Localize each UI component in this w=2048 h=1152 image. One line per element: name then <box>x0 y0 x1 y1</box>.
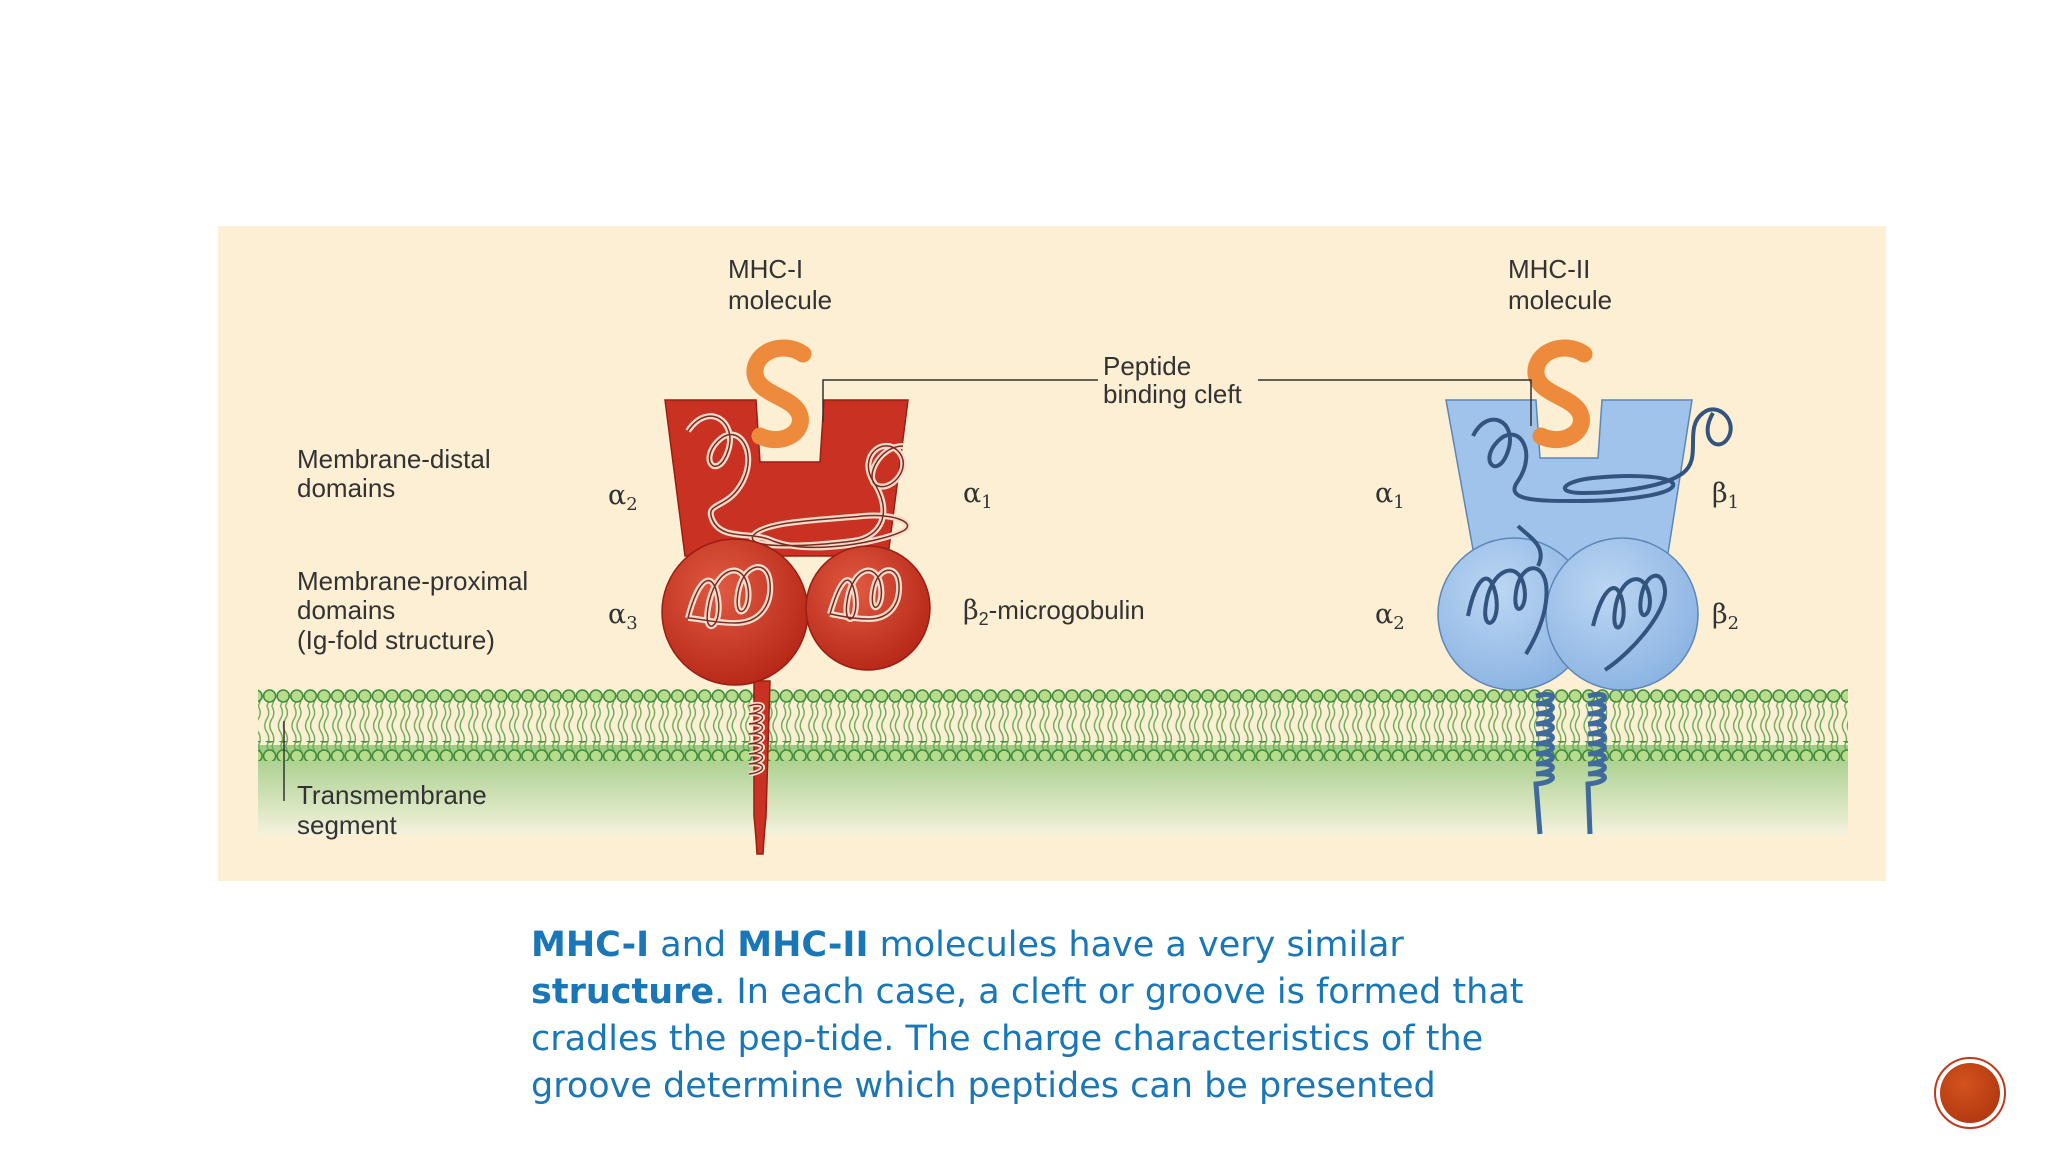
slide-nav-button[interactable] <box>1934 1057 2006 1129</box>
mhc1-alpha1-label: α1 <box>963 478 993 513</box>
b2-microglobulin-label: β2-microgobulin <box>963 595 1145 629</box>
b2-microglobulin-domain <box>805 545 931 671</box>
mhc2-beta2-label: β2 <box>1712 599 1739 634</box>
mhc2-peptide-icon <box>1527 339 1593 449</box>
caption-line-2: structure. In each case, a cleft or groo… <box>531 972 1524 1012</box>
membrane <box>258 687 1848 835</box>
mhc2-beta1-label: β1 <box>1712 478 1739 513</box>
mhc2-alpha2-label: α2 <box>1375 599 1405 634</box>
mhc1-alpha3-domain <box>661 538 809 686</box>
cleft-leader-lines <box>283 379 1532 801</box>
mhc2-transmembrane <box>1533 691 1607 835</box>
mhc1-molecule <box>661 339 931 855</box>
caption-line-1: MHC-I and MHC-II molecules have a very s… <box>531 925 1404 965</box>
mhc2-alpha1-label: α1 <box>1375 478 1405 513</box>
caption-line-4: groove determine which peptides can be p… <box>531 1066 1436 1106</box>
mhc1-alpha2-label: α2 <box>608 480 638 515</box>
mhc1-alpha3-label: α3 <box>608 599 638 634</box>
caption-line-3: cradles the pep-tide. The charge charact… <box>531 1019 1484 1059</box>
caption: MHC-I and MHC-II molecules have a very s… <box>531 922 1631 1110</box>
mhc1-peptide-icon <box>746 339 812 449</box>
circle-button-icon <box>1940 1063 2000 1123</box>
mhc2-molecule <box>1437 339 1733 835</box>
